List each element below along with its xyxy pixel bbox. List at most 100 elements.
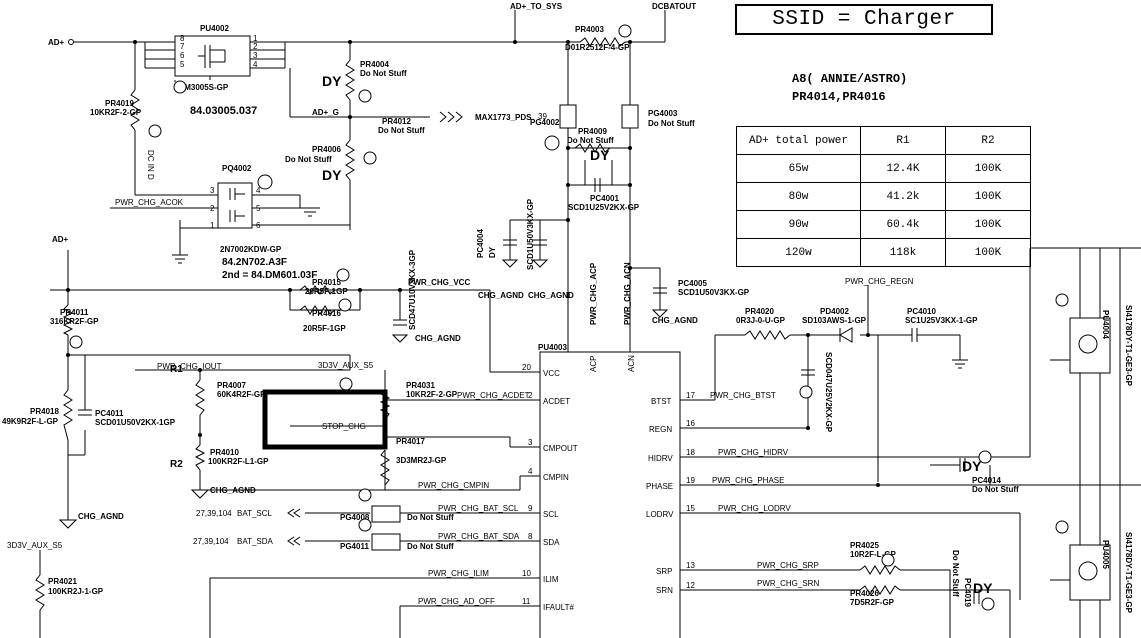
junction-dot: [806, 426, 810, 430]
ground-icon: [172, 254, 188, 264]
r1-label: R1: [170, 364, 183, 375]
ref-label: PR4016: [312, 309, 341, 318]
pin-label: 1: [253, 34, 258, 43]
pin-label: 39: [538, 112, 547, 121]
pin-number: 19: [686, 476, 695, 485]
pr4025-resistor: PR4025 10R2F-L-GP: [850, 541, 901, 575]
junction-dot: [348, 115, 352, 119]
pin-name: LODRV: [646, 510, 674, 519]
mosfet-symbol-icon: [1078, 334, 1098, 354]
ref-label: PC4014: [972, 476, 1001, 485]
junction-dot: [628, 266, 632, 270]
table-row: 80w 41.2k 100K: [736, 182, 1031, 211]
value-label: Do Not Stuff: [567, 136, 614, 145]
net-label: PWR_CHG_AD_OFF: [418, 597, 495, 606]
junction-dot: [66, 353, 70, 357]
net-label: DCBATOUT: [652, 2, 696, 11]
part-number: 84.2N702.A3F: [222, 257, 287, 268]
value-label: SI4178DY-T1-GE3-GP: [1124, 305, 1133, 387]
pc4010-capacitor: PC4010 SC1U25V3KX-1-GP: [900, 307, 978, 342]
net-label: PWR_CHG_PHASE: [712, 476, 784, 485]
ground-icon: [391, 334, 409, 343]
ref-label: PC4005: [678, 279, 707, 288]
part-number: 2nd = 84.DM601.03F: [222, 270, 317, 281]
table-cell: 60.4k: [860, 210, 946, 239]
junction-dot: [398, 288, 402, 292]
pr4003-resistor: PR4003 D01R2512F-4-GP: [565, 25, 640, 52]
part-marker-icon: [363, 151, 377, 165]
pg4002-body: [559, 104, 577, 129]
pg4003-gap: PG4003 Do Not Stuff: [621, 104, 695, 129]
value-label: Do Not Stuff: [285, 155, 332, 164]
pin-number: 10: [522, 569, 531, 578]
ground-icon: [190, 489, 210, 499]
pin-name: REGN: [649, 425, 672, 434]
net-label: PWR_CHG_ACN: [623, 262, 632, 325]
net-label: PWR_CHG_ACOK: [115, 198, 184, 207]
platform-note: A8( ANNIE/ASTRO) PR4014,PR4016: [792, 70, 907, 106]
net-label: PWR_CHG_IOUT: [157, 362, 222, 371]
value-label: 20R5F-1GP: [303, 324, 346, 333]
value-label: 0R3J-0-U-GP: [736, 316, 786, 325]
pin-name: CMPIN: [543, 473, 569, 482]
ground-icon: [651, 309, 669, 318]
pin-label: 4: [253, 60, 258, 69]
pin-name: ACN: [627, 355, 636, 372]
net-label: PWR_CHG_HIDRV: [718, 448, 789, 457]
part-marker-icon: [1055, 520, 1069, 534]
table-header-row: AD+ total power R1 R2: [736, 126, 1031, 155]
table-header: R1: [860, 126, 946, 155]
value-label: 100KR2J-1-GP: [48, 587, 104, 596]
part-marker-icon: [544, 135, 560, 151]
pin-label: 7: [180, 42, 185, 51]
dy-label: DY: [962, 458, 982, 474]
value-label: 316KR2F-GP: [50, 317, 99, 326]
value-label: 3D3MR2J-GP: [396, 456, 447, 465]
pin-name: ACP: [589, 356, 598, 372]
ref-label: PC4001: [590, 194, 619, 203]
pin-name: SRN: [656, 586, 673, 595]
part-marker-icon: [358, 89, 372, 103]
ref-label: PR4015: [312, 278, 341, 287]
pr4026-resistor: PR4026 7D5R2F-GP: [850, 585, 901, 607]
net-label: PWR_CHG_BTST: [710, 391, 776, 400]
pin-name: VCC: [543, 369, 560, 378]
ref-label: PR4010: [210, 448, 239, 457]
ref-label: PR4011: [60, 308, 89, 317]
table-cell: 100K: [945, 210, 1031, 239]
table-cell: 41.2k: [860, 182, 946, 211]
pin-label: 1: [210, 221, 215, 230]
junction-dot: [628, 146, 632, 150]
pin-number: 12: [686, 581, 695, 590]
part-marker-icon: [881, 553, 895, 567]
net-label: AD+: [48, 38, 65, 47]
part-marker-icon: [69, 335, 83, 349]
table-cell: 100K: [945, 238, 1031, 267]
marker-icons: [69, 24, 1069, 611]
junction-dot: [66, 288, 70, 292]
power-rating-table: AD+ total power R1 R2 65w 12.4K 100K 80w…: [736, 126, 1031, 267]
pin-name: ILIM: [543, 575, 559, 584]
scl-line: 27,39,104 BAT_SCL PG4008 Do Not Stuff PW…: [196, 504, 519, 523]
value-label: 2N7002KDW-GP: [220, 245, 282, 254]
ref-label: PQ4002: [222, 164, 252, 173]
wires: [39, 10, 1141, 638]
value-label: 60K4R2F-GP: [217, 390, 266, 399]
pr4031-resistor: PR4031 10KR2F-2-GP: [379, 381, 458, 421]
pr4012-link: AD+_G PR4012 Do Not Stuff MAX1773_PDS 39: [312, 108, 547, 135]
part-marker-icon: [358, 488, 372, 502]
pin-label: 6: [256, 221, 261, 230]
ref-label: PU4002: [200, 24, 229, 33]
part-marker-icon: [1055, 293, 1069, 307]
ground-icon: [531, 259, 549, 268]
ref-label: PG4003: [648, 109, 678, 118]
pin-label: 5: [256, 204, 261, 213]
net-label: PWR_CHG_REGN: [845, 277, 914, 286]
dy-label: DY: [973, 580, 993, 596]
pin-name: SRP: [656, 567, 672, 576]
net-port-icon: [68, 39, 74, 45]
ref-label: PR4009: [578, 127, 607, 136]
pu4004-mosfet: PU4004 SI4178DY-T1-GE3-GP: [1069, 305, 1133, 387]
pin-label: 2: [210, 204, 215, 213]
